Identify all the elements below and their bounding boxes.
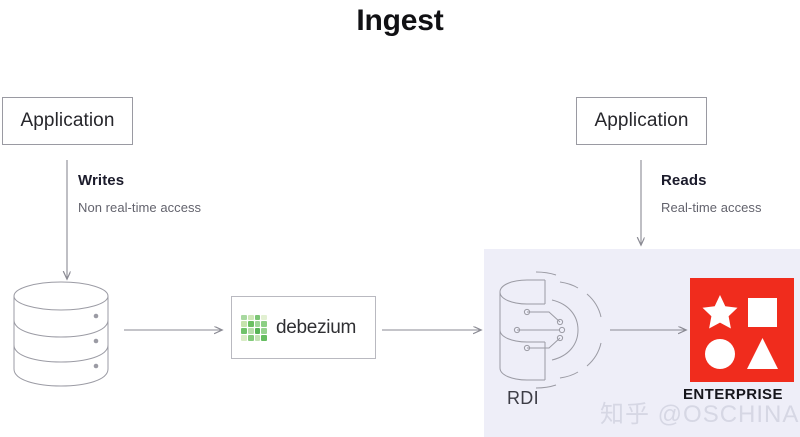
writes-sublabel: Non real-time access — [78, 200, 202, 215]
triangle-shape — [747, 338, 778, 369]
reads-sublabel: Real-time access — [661, 200, 762, 215]
debezium-tile-7 — [261, 321, 267, 327]
debezium-tile-9 — [247, 328, 254, 334]
redis-enterprise-logo — [690, 278, 794, 382]
debezium-tile-14 — [254, 334, 261, 341]
writes-label: Writes — [78, 172, 125, 189]
database-cylinder-icon — [13, 281, 109, 387]
debezium-tile-6 — [254, 321, 261, 327]
debezium-tile-12 — [241, 334, 247, 341]
debezium-wordmark: debezium — [276, 316, 356, 338]
debezium-tile-0 — [241, 314, 247, 321]
application-box-left[interactable]: Application — [2, 97, 133, 145]
debezium-tile-8 — [241, 328, 247, 334]
debezium-tile-4 — [241, 321, 247, 327]
debezium-tile-11 — [261, 328, 267, 334]
application-box-left-label: Application — [20, 110, 115, 131]
debezium-tile-13 — [247, 334, 254, 341]
debezium-tile-1 — [247, 314, 254, 321]
debezium-tile-5 — [247, 321, 254, 327]
circle-shape — [705, 339, 735, 369]
rdi-label: RDI — [507, 388, 539, 408]
redis-enterprise-wordmark: ENTERPRISE — [683, 386, 783, 403]
debezium-tile-10 — [254, 328, 261, 334]
application-box-right-label: Application — [594, 110, 689, 131]
reads-label: Reads — [661, 172, 707, 189]
debezium-tile-3 — [261, 314, 267, 321]
debezium-tile-2 — [254, 314, 261, 321]
page-title: Ingest — [356, 4, 444, 37]
star-shape — [702, 295, 738, 329]
debezium-logo-icon — [241, 314, 267, 341]
application-box-right[interactable]: Application — [576, 97, 707, 145]
debezium-tile-15 — [261, 334, 267, 341]
debezium-box[interactable]: debezium — [231, 296, 376, 359]
square-shape — [748, 298, 777, 327]
